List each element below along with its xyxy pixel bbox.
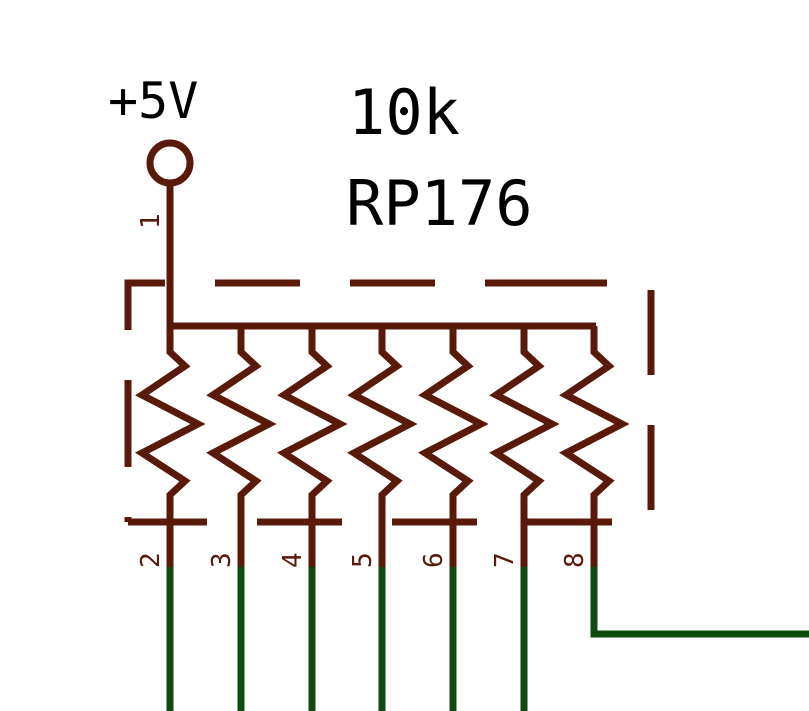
power-flag [146,139,194,187]
resistor-5 [418,326,489,567]
resistor-2 [206,326,277,567]
resistor-7 [559,326,630,567]
pin-6-label: 6 [419,552,449,568]
component-reference: RP176 [346,167,533,240]
component-value: 10k [348,76,460,149]
pin-1-label: 1 [136,213,166,229]
pin-5-label: 5 [348,552,378,568]
pin-8-label: 8 [560,552,590,568]
pin-4-label: 4 [278,552,308,568]
component-outline [124,279,655,526]
pin-7-label: 7 [490,552,520,568]
output-wires [166,567,809,711]
resistor-4 [347,326,418,567]
resistor-3 [277,326,348,567]
wire-pin-8 [590,567,809,638]
resistor-6 [489,326,560,567]
pin-3-label: 3 [207,552,237,568]
power-label: +5V [108,72,198,130]
resistor-1 [135,326,206,567]
pin-labels: 2 3 4 5 6 7 8 [136,552,590,568]
resistor-array [135,326,630,567]
pin-2-label: 2 [136,552,166,568]
